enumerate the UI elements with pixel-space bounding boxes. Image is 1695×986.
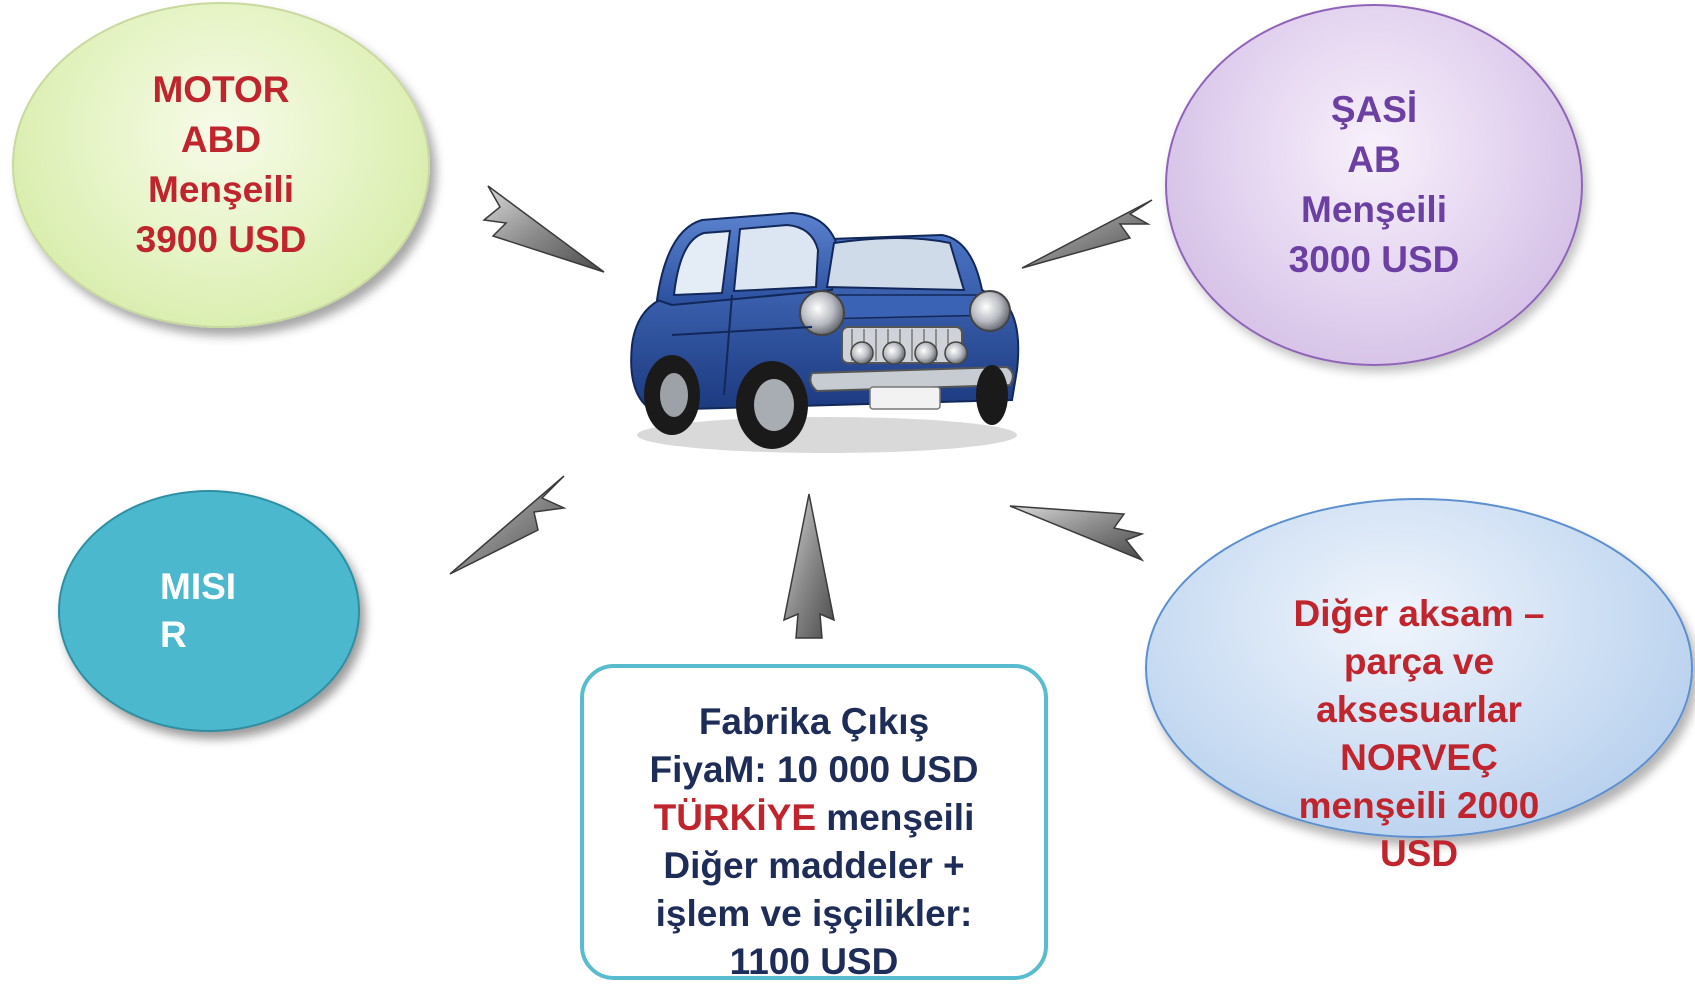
fabrika-line-2: FiyaM: 10 000 USD bbox=[649, 749, 979, 790]
arrow-to-motor bbox=[482, 185, 605, 273]
fabrika-box: Fabrika Çıkış FiyaM: 10 000 USD TÜRKİYE … bbox=[580, 664, 1048, 982]
misir-line-2: R bbox=[160, 614, 187, 655]
origin-suffix: menşeili bbox=[816, 797, 975, 838]
sasi-bubble: ŞASİ AB Menşeili 3000 USD bbox=[1165, 4, 1583, 366]
fabrika-line-1: Fabrika Çıkış bbox=[698, 701, 930, 742]
diger-line-1: Diğer aksam – bbox=[1293, 593, 1545, 634]
misir-bubble: MISI R bbox=[58, 490, 360, 732]
sasi-line-2: AB bbox=[1347, 139, 1401, 180]
diger-line-6: USD bbox=[1379, 833, 1459, 874]
misir-line-1: MISI bbox=[160, 566, 237, 607]
fabrika-line-6: 1100 USD bbox=[729, 941, 899, 982]
sasi-line-3: Menşeili bbox=[1301, 189, 1447, 230]
arrow-to-diger bbox=[1009, 505, 1145, 562]
car-icon bbox=[630, 211, 1020, 453]
motor-line-1: MOTOR bbox=[152, 69, 290, 110]
arrow-to-sasi bbox=[1021, 199, 1153, 269]
motor-line-4: 3900 USD bbox=[135, 219, 307, 260]
arrow-to-misir bbox=[449, 475, 567, 575]
sasi-line-1: ŞASİ bbox=[1330, 89, 1418, 130]
diger-line-4: NORVEÇ bbox=[1340, 737, 1498, 778]
fabrika-line-5: işlem ve işçilikler: bbox=[655, 893, 973, 934]
diger-line-5: menşeili 2000 bbox=[1298, 785, 1540, 826]
sasi-line-4: 3000 USD bbox=[1288, 239, 1460, 280]
diger-bubble: Diğer aksam – parça ve aksesuarlar NORVE… bbox=[1145, 498, 1693, 874]
fabrika-line-3: TÜRKİYE menşeili bbox=[654, 794, 975, 842]
motor-bubble: MOTOR ABD Menşeili 3900 USD bbox=[12, 2, 430, 328]
origin-country-label: TÜRKİYE bbox=[653, 797, 817, 838]
diger-line-3: aksesuarlar bbox=[1316, 689, 1522, 730]
motor-line-2: ABD bbox=[180, 119, 262, 160]
diger-line-2: parça ve bbox=[1343, 641, 1495, 682]
arrow-from-fabrika bbox=[782, 493, 836, 639]
motor-line-3: Menşeili bbox=[148, 169, 294, 210]
fabrika-line-4: Diğer maddeler + bbox=[663, 845, 965, 886]
